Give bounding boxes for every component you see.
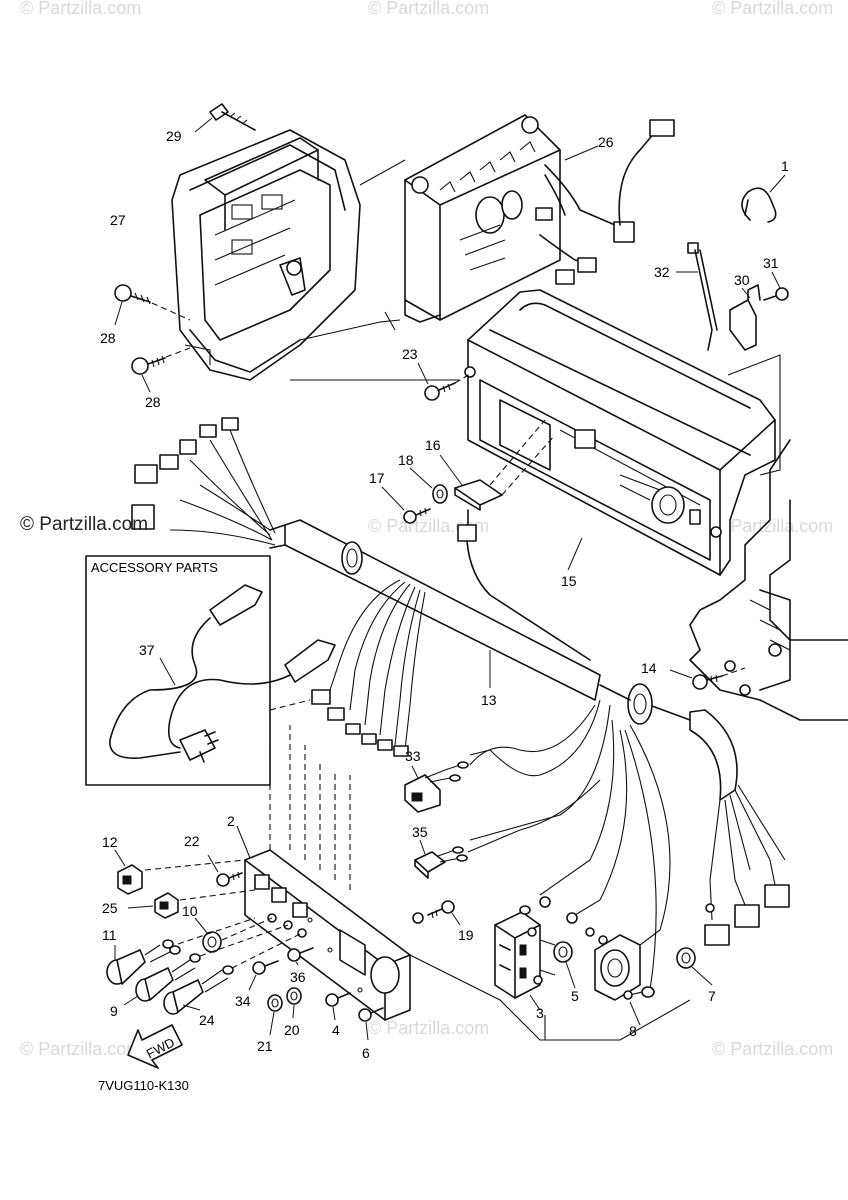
callout-20: 20 [284,1022,300,1038]
switch-part-12 [114,849,246,895]
clip-part-1 [741,174,786,223]
receptacle-part-8 [585,927,655,1026]
watermark-faint: © Partzilla.com [20,1039,141,1059]
callout-31: 31 [763,255,779,271]
callout-27: 27 [110,212,126,228]
callout-33: 33 [405,748,421,764]
callout-2: 2 [227,813,235,829]
screw-part-36 [287,947,314,966]
callout-28-lower: 28 [145,394,161,410]
callout-12: 12 [102,834,118,850]
box-housing-part-15 [464,289,776,576]
nut-part-21 [267,994,283,1036]
callout-16: 16 [425,437,441,453]
screw-part-34 [248,960,279,991]
accessory-box-label: ACCESSORY PARTS [91,560,218,575]
screw-part-4 [325,992,351,1021]
bolt-part-28-lower [131,347,191,393]
callout-11: 11 [102,927,117,943]
callout-25: 25 [102,900,118,916]
callout-29: 29 [166,128,182,144]
watermark-faint: © Partzilla.com [712,516,833,536]
callout-24: 24 [199,1012,215,1028]
screw-part-22 [207,854,243,887]
callout-6: 6 [362,1045,370,1061]
bolt-part-19 [412,900,461,926]
sensor-pad-part-16 [439,419,591,661]
engine-side-fragment [689,439,848,721]
callout-3: 3 [536,1005,544,1021]
connector-part-35 [414,779,601,879]
callout-32: 32 [654,264,670,280]
callout-9: 9 [110,1003,118,1019]
bolt-part-14 [669,667,746,690]
callout-10: 10 [182,903,198,919]
panel-plate-part-2 [236,699,411,1021]
wire-harness-part-13 [131,417,790,996]
watermark-faint: © Partzilla.com [20,0,141,18]
watermark-faint: © Partzilla.com [712,1039,833,1059]
assembly-guide-line [290,159,460,381]
callout-15: 15 [561,573,577,589]
callout-30: 30 [734,272,750,288]
watermark-faint: © Partzilla.com [712,0,833,18]
switch-part-33 [404,704,596,813]
callout-18: 18 [398,452,414,468]
screw-part-31 [763,271,789,301]
watermark-faint: © Partzilla.com [368,0,489,18]
socket-part-24 [163,932,303,1015]
socket-part-9 [123,924,289,1006]
callout-17: 17 [369,470,385,486]
callout-34: 34 [235,993,251,1009]
assembly-guide-line [409,954,691,1041]
callout-26: 26 [598,134,614,150]
cover-box-part-27 [171,129,361,381]
watermark-faint: © Partzilla.com [368,1018,489,1038]
callout-7: 7 [708,988,716,1004]
clamp-part-30 [729,284,761,351]
callout-8: 8 [629,1023,637,1039]
accessory-parts-box: ACCESSORY PARTS [85,555,336,786]
outlet-part-3 [494,896,578,1011]
callout-23: 23 [402,346,418,362]
socket-part-11 [106,917,256,985]
assembly-guide-line [727,354,781,476]
callout-22: 22 [184,833,200,849]
callout-13: 13 [481,692,497,708]
callout-labels: 1 2 3 4 5 6 7 8 9 10 11 12 13 14 15 16 1… [100,128,789,1061]
bolt-part-28-upper [114,284,191,326]
cable-tie-part-32 [676,242,718,351]
callout-19: 19 [458,927,474,943]
callout-36: 36 [290,969,306,985]
fwd-arrow: FWD [127,1024,183,1069]
nut-part-20 [286,987,302,1019]
screw-part-6 [358,1007,384,1041]
callout-4: 4 [332,1022,340,1038]
nut-part-5 [553,941,576,989]
control-unit-part-26 [379,114,675,331]
callout-21: 21 [257,1038,273,1054]
callout-28-upper: 28 [100,330,116,346]
callout-37: 37 [139,642,155,658]
callout-5: 5 [571,988,579,1004]
washer-part-18 [409,467,448,504]
callout-1: 1 [781,158,789,174]
callout-14: 14 [641,660,657,676]
callout-35: 35 [412,824,428,840]
faint-watermarks: © Partzilla.com © Partzilla.com © Partzi… [20,0,833,1059]
nut-part-7 [676,947,713,986]
diagram-code: 7VUG110-K130 [98,1078,189,1093]
bolt-part-29 [194,103,256,133]
screw-part-23 [417,362,471,401]
switch-part-25 [127,889,256,919]
screw-part-17 [381,486,431,524]
watermark-main: © Partzilla.com [20,514,148,535]
